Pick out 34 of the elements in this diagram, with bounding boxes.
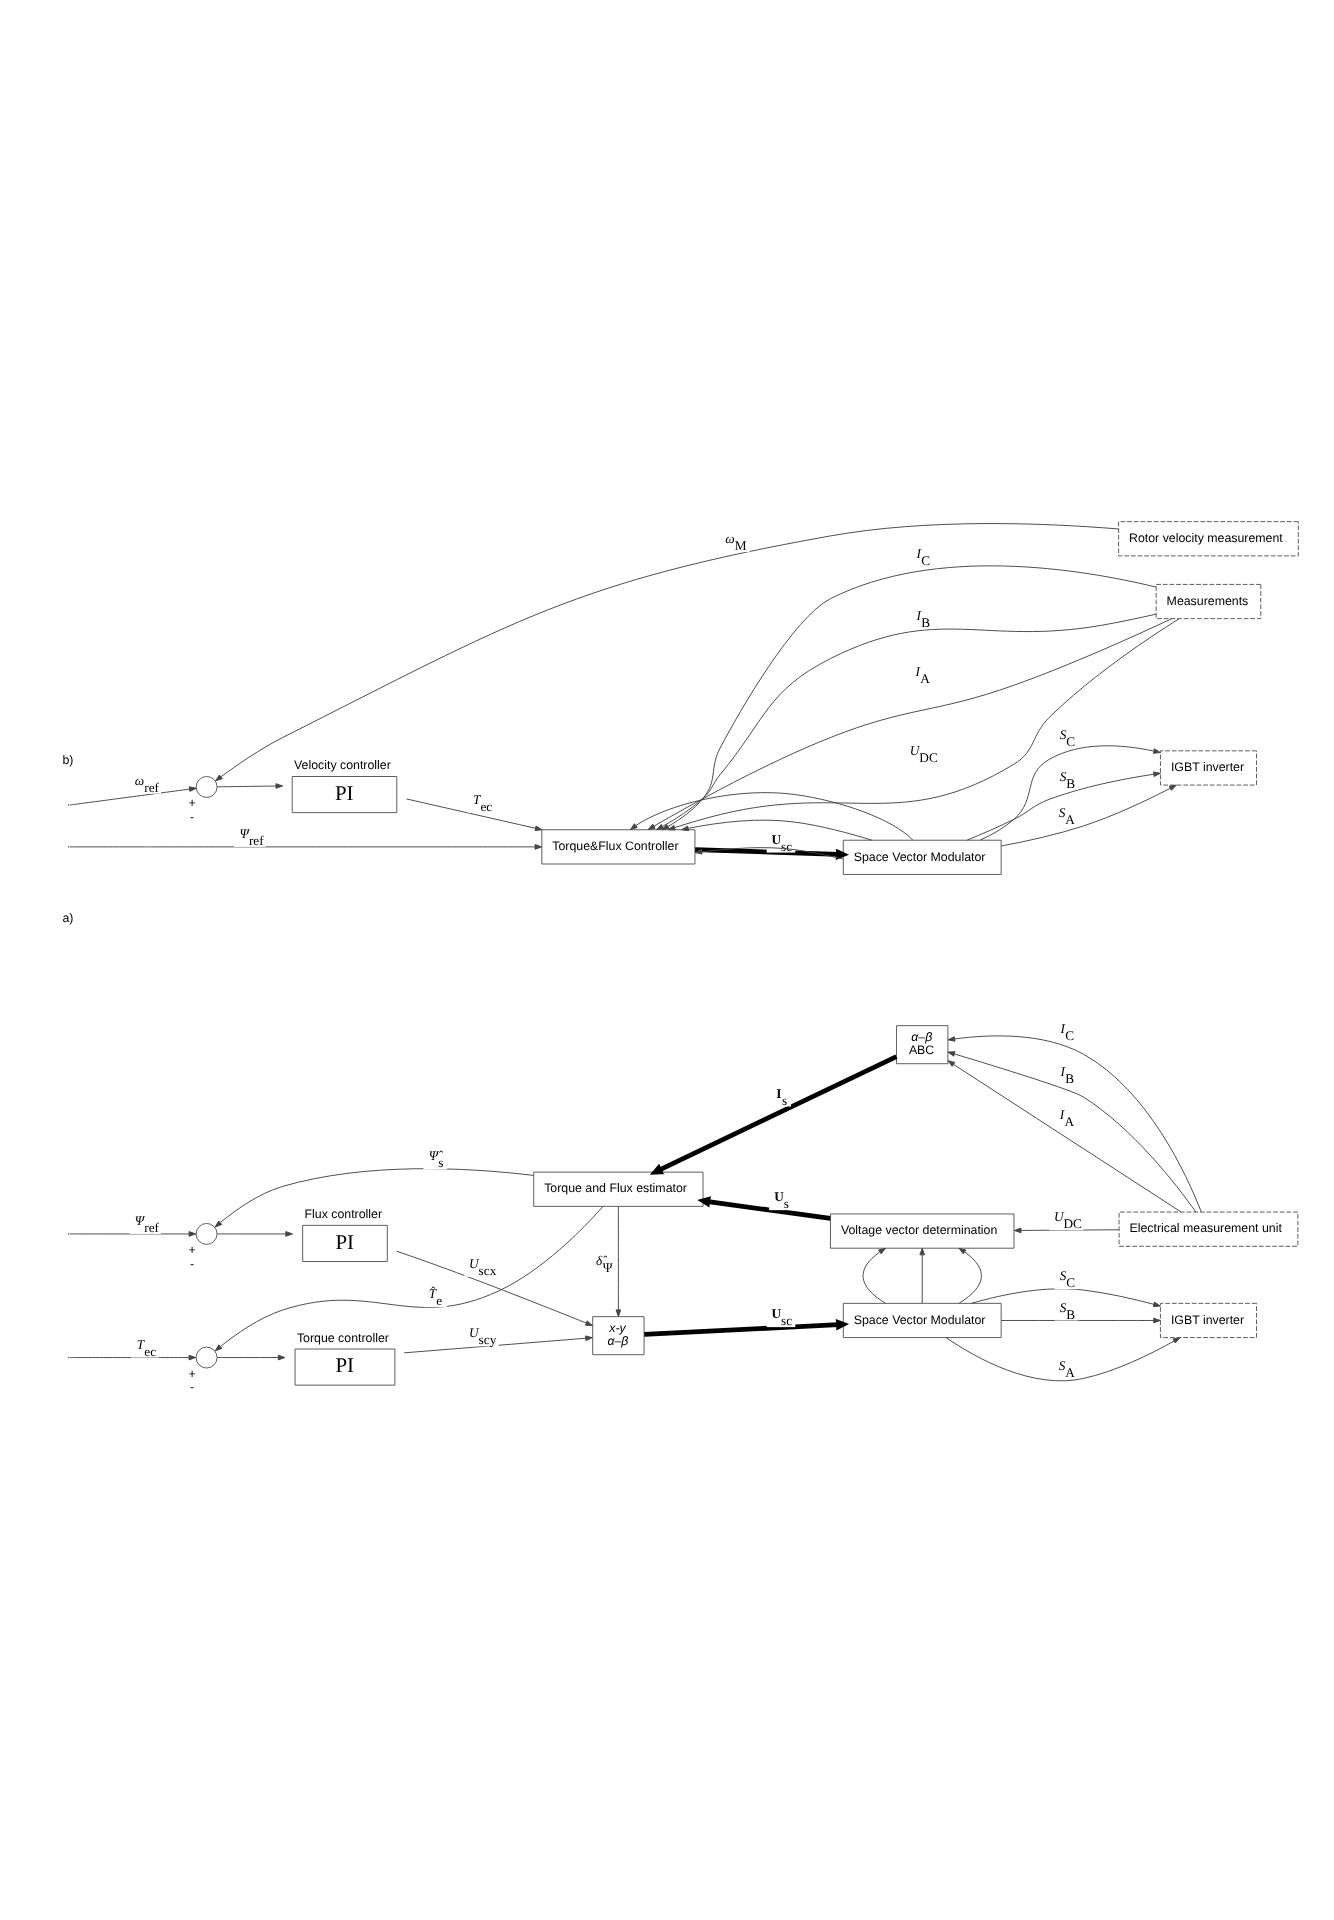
node-box: PI xyxy=(302,1223,388,1261)
arrow xyxy=(406,797,543,830)
node-circle xyxy=(195,1345,218,1368)
arrow xyxy=(1000,783,1177,846)
arrow xyxy=(1000,1316,1161,1323)
arrow xyxy=(1013,1226,1120,1233)
arrow xyxy=(216,1230,293,1236)
arrow xyxy=(971,1287,1161,1307)
arrow xyxy=(681,818,873,840)
arrow xyxy=(69,1353,197,1360)
arrow xyxy=(69,843,543,849)
arrow xyxy=(697,1195,831,1220)
arrow xyxy=(862,1246,886,1303)
arrow xyxy=(214,1167,534,1227)
arrow xyxy=(214,1205,604,1351)
arrow xyxy=(979,744,1161,840)
arrow xyxy=(958,1246,982,1303)
arrow xyxy=(69,1230,197,1236)
arrow xyxy=(919,1246,926,1303)
arrow xyxy=(644,1318,850,1336)
arrow xyxy=(649,1053,898,1174)
node-circle xyxy=(195,1222,218,1244)
arrow xyxy=(629,791,914,840)
arrow xyxy=(966,770,1161,840)
arrow xyxy=(69,785,197,805)
node-circle xyxy=(195,775,218,797)
arrow xyxy=(661,564,1157,830)
arrow xyxy=(615,1205,622,1316)
node-box: PI xyxy=(294,1347,396,1385)
arrow xyxy=(403,1334,593,1353)
arrow xyxy=(216,1353,286,1360)
arrow xyxy=(215,522,1119,781)
arrow xyxy=(216,782,284,788)
node-box: PI xyxy=(291,775,398,813)
